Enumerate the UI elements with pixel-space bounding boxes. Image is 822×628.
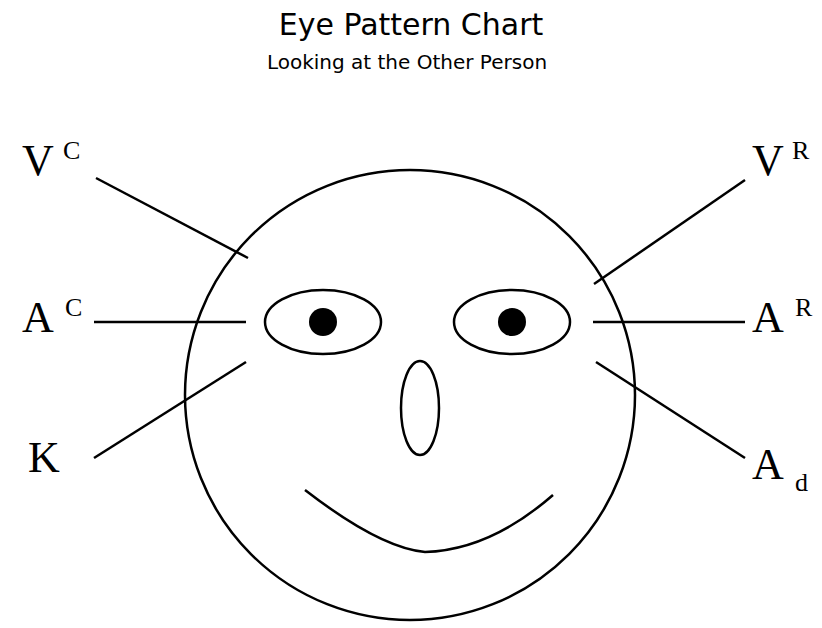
chart-title: Eye Pattern Chart xyxy=(0,10,822,40)
pattern-superscript: C xyxy=(65,295,82,321)
pupil xyxy=(309,308,337,336)
pupil xyxy=(498,308,526,336)
pattern-superscript: C xyxy=(63,138,80,164)
pattern-letter: V xyxy=(752,139,784,183)
pattern-letter: A xyxy=(752,443,784,487)
mouth xyxy=(305,490,553,552)
pattern-letter: K xyxy=(28,436,60,480)
leader-line xyxy=(96,178,248,258)
leader-line xyxy=(593,321,745,324)
nose xyxy=(401,361,439,455)
pattern-superscript: R xyxy=(795,295,812,321)
pattern-letter: A xyxy=(752,296,784,340)
left-eye xyxy=(265,290,381,354)
leader-line xyxy=(94,362,246,458)
pattern-superscript: R xyxy=(792,138,809,164)
face-outline xyxy=(185,170,635,620)
right-eye xyxy=(454,290,570,354)
leader-line xyxy=(94,321,246,324)
pattern-letter: V xyxy=(22,139,54,183)
pattern-subscript: d xyxy=(795,470,808,496)
pattern-letter: A xyxy=(22,296,54,340)
leader-line xyxy=(594,180,745,284)
leader-line xyxy=(596,362,745,458)
chart-subtitle: Looking at the Other Person xyxy=(0,52,818,72)
